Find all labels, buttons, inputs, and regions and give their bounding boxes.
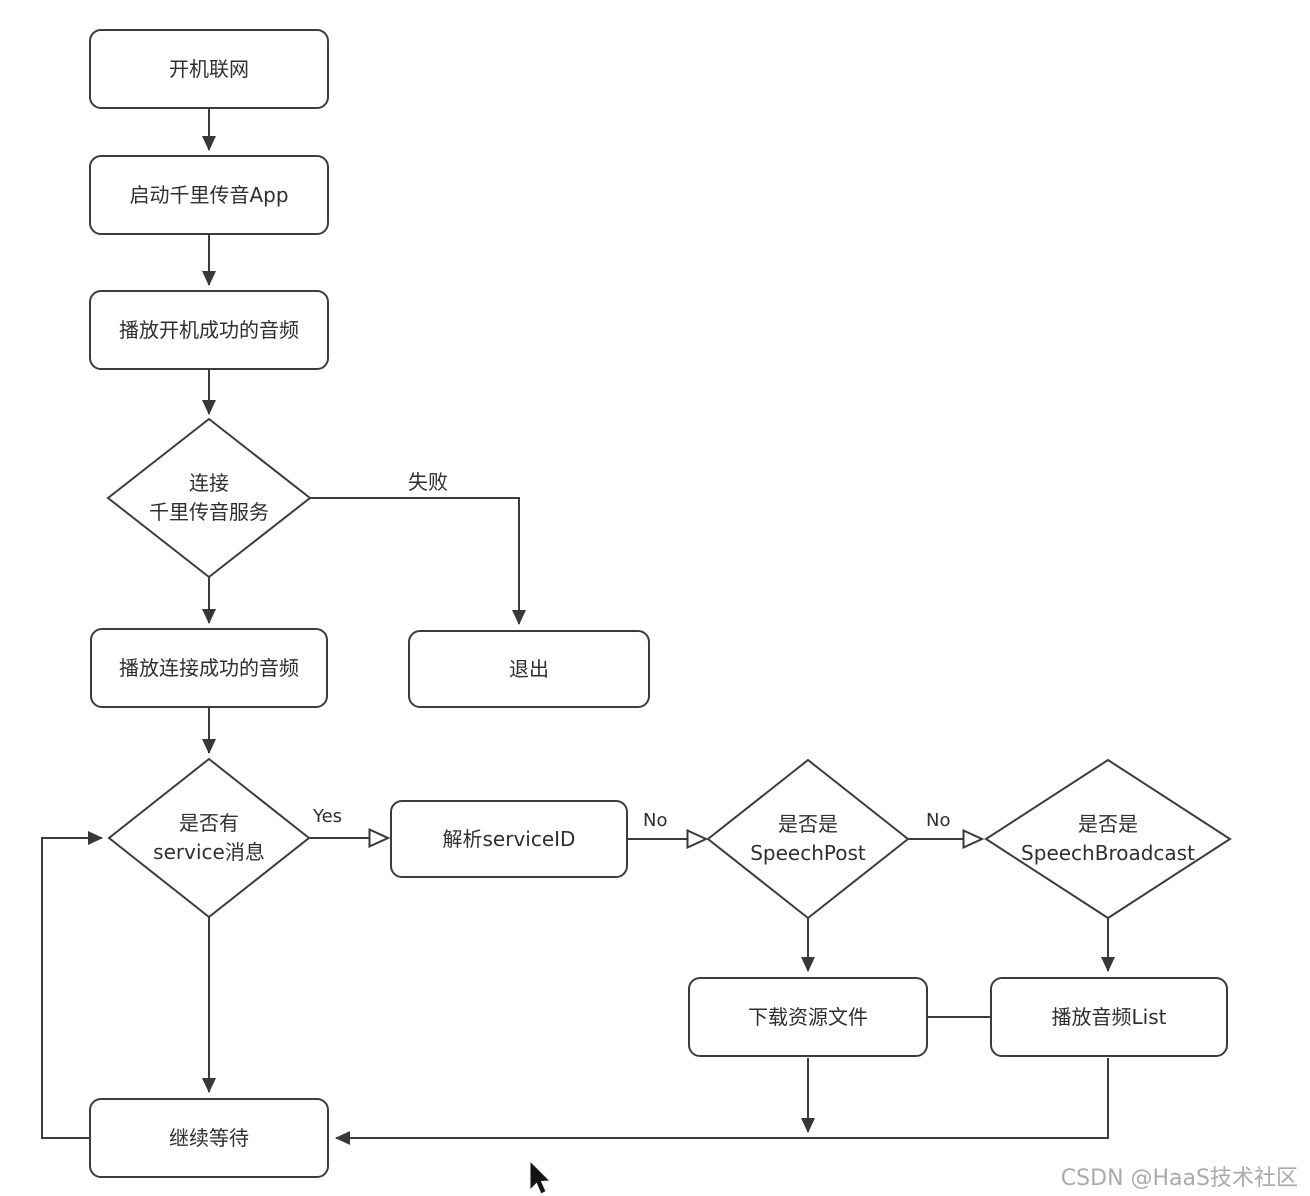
decision-connect-service-label: 连接 千里传音服务: [149, 469, 269, 527]
node-play-boot-audio: 播放开机成功的音频: [89, 290, 329, 370]
decision-connect-service-line1: 连接: [189, 471, 229, 495]
node-exit: 退出: [408, 630, 650, 708]
decision-is-speechbroadcast-label: 是否是 SpeechBroadcast: [1021, 810, 1195, 868]
node-play-connect-audio: 播放连接成功的音频: [90, 628, 328, 708]
edge-label-yes: Yes: [313, 806, 343, 827]
edge-label-fail: 失败: [408, 470, 448, 494]
decision-is-speechbroadcast-line1: 是否是: [1077, 812, 1138, 836]
node-keep-waiting: 继续等待: [89, 1098, 329, 1178]
decision-is-speechpost-label: 是否是 SpeechPost: [750, 810, 866, 868]
decision-has-service-msg-line1: 是否有: [178, 811, 239, 835]
decision-is-speechpost-line1: 是否是: [778, 812, 838, 836]
edge-playlist-to-wait: [335, 1058, 1109, 1145]
decision-has-service-msg-line2: service消息: [153, 840, 265, 864]
node-download-resources: 下载资源文件: [688, 977, 928, 1057]
edge-fail-to-exit: [310, 497, 526, 625]
watermark: CSDN @HaaS技术社区: [1060, 1166, 1298, 1191]
node-power-on: 开机联网: [89, 29, 329, 109]
edge-label-no-1: No: [643, 810, 668, 831]
cursor-icon: [529, 1159, 552, 1195]
edge-label-no-2: No: [926, 810, 951, 831]
decision-connect-service-line2: 千里传音服务: [149, 500, 269, 524]
decision-has-service-msg-label: 是否有 service消息: [153, 809, 265, 867]
decision-is-speechpost-line2: SpeechPost: [750, 841, 866, 865]
edge-wait-loop-to-hasmsg: [41, 831, 103, 1139]
node-play-audio-list: 播放音频List: [990, 977, 1228, 1057]
decision-is-speechbroadcast-line2: SpeechBroadcast: [1021, 841, 1195, 865]
node-parse-service-id: 解析serviceID: [390, 800, 628, 878]
node-launch-app: 启动千里传音App: [89, 155, 329, 235]
